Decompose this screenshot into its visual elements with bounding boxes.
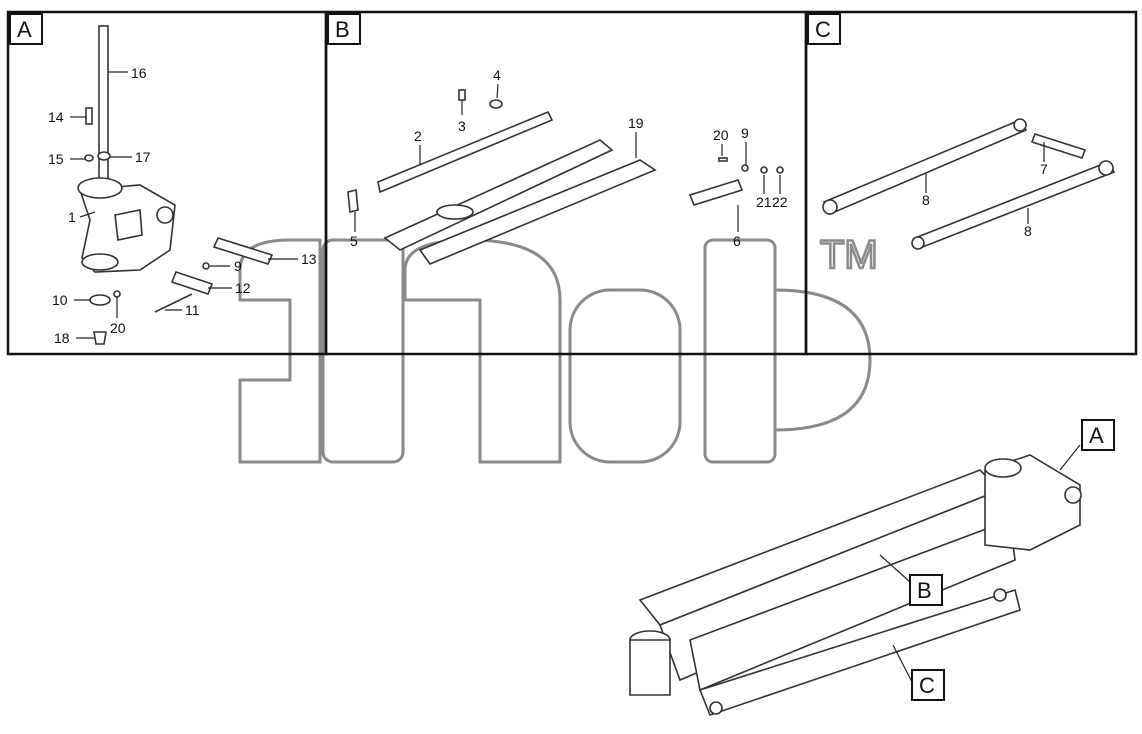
callout: 22 <box>772 194 788 210</box>
nut-9 <box>202 262 210 270</box>
section-b-parts <box>347 89 784 265</box>
section-b-label: B <box>327 13 361 45</box>
arm-lower <box>383 139 614 251</box>
overview-label-b: B <box>909 574 943 606</box>
callout: 11 <box>185 302 200 318</box>
callout: 20 <box>713 127 729 143</box>
svg-text:C: C <box>919 673 935 698</box>
nut-22 <box>776 166 784 174</box>
bracket-window <box>114 209 143 241</box>
callout: 19 <box>628 115 644 131</box>
nut-18 <box>93 331 107 345</box>
link-end <box>822 199 838 215</box>
link-end <box>911 236 925 250</box>
link-8-lower <box>913 161 1116 250</box>
callout: 9 <box>741 125 749 141</box>
callout: 12 <box>235 280 251 296</box>
bar-2 <box>377 110 554 194</box>
washer-21 <box>760 166 768 174</box>
callout: 14 <box>48 109 64 125</box>
overview-label-c: C <box>911 669 945 701</box>
section-c-label: C <box>807 13 841 45</box>
section-b-leaders <box>354 83 781 232</box>
fitting-20 <box>113 290 121 298</box>
long-bolt <box>98 25 109 197</box>
svg-text:B: B <box>917 578 932 603</box>
callout: 13 <box>301 251 317 267</box>
pin-7 <box>1030 133 1087 159</box>
section-c-frame <box>804 10 1138 356</box>
callout: 10 <box>52 292 68 308</box>
callout: 4 <box>493 67 501 83</box>
bolt-3 <box>458 89 466 101</box>
section-b-callouts: 4 3 2 19 20 9 21 22 5 6 <box>350 67 788 249</box>
assembly-end-fitting <box>993 588 1007 602</box>
callout: 7 <box>1040 161 1048 177</box>
pin-13 <box>212 237 274 265</box>
callout: 15 <box>48 151 64 167</box>
section-a-leaders <box>70 71 298 339</box>
rod-11 <box>154 293 193 313</box>
callout: 6 <box>733 233 741 249</box>
washer-4 <box>489 99 503 109</box>
callout: 17 <box>135 149 151 165</box>
bracket-bottom-plate <box>81 253 119 271</box>
link-end <box>1098 160 1114 176</box>
section-c-callouts: 7 8 8 <box>922 161 1048 239</box>
callout: 2 <box>414 128 422 144</box>
callout: 5 <box>350 233 358 249</box>
svg-text:A: A <box>17 17 32 42</box>
svg-text:B: B <box>335 17 350 42</box>
assembly-lower-beam <box>698 588 1021 717</box>
arm-upper <box>418 159 657 265</box>
callout: 3 <box>458 118 466 134</box>
pin <box>85 107 93 125</box>
callout: 9 <box>234 258 242 274</box>
bracket-top-plate <box>77 177 123 199</box>
assembly-middle-beam <box>689 518 1016 692</box>
callout: 8 <box>922 192 930 208</box>
section-a-callouts: 16 14 15 17 1 9 13 12 10 20 11 18 <box>48 65 317 346</box>
svg-text:C: C <box>815 17 831 42</box>
callout: 1 <box>68 209 76 225</box>
watermark-trademark: TM <box>820 233 878 277</box>
arm-clip <box>436 204 474 220</box>
overview-assembly <box>629 454 1082 717</box>
pin-12 <box>170 271 214 295</box>
callout: 18 <box>54 330 70 346</box>
assembly-eye <box>1064 486 1082 504</box>
callout: 8 <box>1024 223 1032 239</box>
assembly-mount-bracket <box>984 454 1081 551</box>
nut-9b <box>741 164 749 172</box>
bracket-eye <box>156 206 174 224</box>
bracket-5 <box>347 188 359 214</box>
callout: 16 <box>131 65 147 81</box>
bushing <box>97 151 111 161</box>
watermark-logo: TM <box>238 232 879 464</box>
washer-10 <box>89 294 111 306</box>
assembly-end-fitting <box>709 701 723 715</box>
section-c-parts <box>822 118 1116 250</box>
overview-leaders <box>879 444 1081 683</box>
fitting-20b <box>718 157 728 162</box>
section-a-label: A <box>9 13 43 45</box>
pin-6 <box>688 179 744 206</box>
assembly-top-fitting <box>984 458 1022 478</box>
svg-text:A: A <box>1089 423 1104 448</box>
washer <box>84 154 94 162</box>
section-a-parts <box>77 25 274 345</box>
section-c-leaders <box>925 142 1045 224</box>
link-end <box>1013 118 1027 132</box>
overview-label-a: A <box>1081 419 1115 451</box>
assembly-front-cylinder <box>629 639 671 696</box>
callout: 21 <box>756 194 772 210</box>
callout: 20 <box>110 320 126 336</box>
